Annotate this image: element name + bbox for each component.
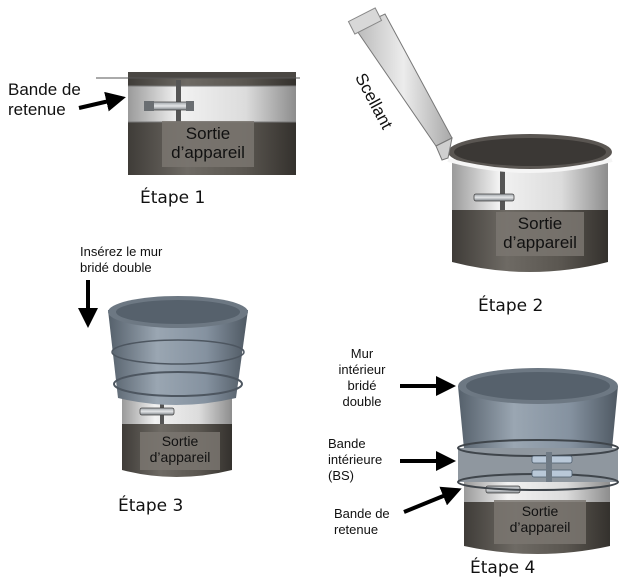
step2-outlet-line1: Sortie [517, 214, 563, 233]
step4-retention-band-label: Bande de retenue [334, 506, 390, 538]
step3-instruction-line1: Insérez le mur [80, 244, 163, 259]
step4-outlet [464, 482, 610, 554]
step4-inner-band-line2: intérieure [328, 452, 383, 467]
step1-outlet-line2: d’appareil [171, 143, 245, 163]
step3-outlet-line1: Sortie [161, 433, 199, 449]
step3-instruction: Insérez le mur bridé double [80, 244, 162, 276]
step4-wall-label: Mur intérieur bridé double [326, 346, 398, 410]
step4-outlet-line2: d’appareil [509, 518, 571, 535]
step3-instruction-line2: bridé double [80, 260, 152, 275]
step1-callout-label: Bande de retenue [8, 80, 81, 120]
step4-retention-band-line1: Bande de [334, 506, 390, 521]
step4-retention-band-arrow [403, 486, 462, 514]
step3-outlet [122, 398, 232, 477]
step3-label: Étape 3 [118, 496, 184, 516]
step1-callout-arrow [78, 91, 126, 112]
step4-wall-line1: Mur [350, 346, 374, 361]
step4-wall-line3: bridé [347, 378, 377, 393]
step1-outlet-label-box [162, 121, 254, 167]
step1-outlet-label: Sortie d’appareil [162, 124, 254, 162]
step3-double-wall [108, 296, 248, 405]
step4-outlet-line1: Sortie [521, 503, 559, 519]
step2-outlet [447, 134, 613, 272]
step4-label: Étape 4 [470, 558, 536, 578]
step4-inner-band-label: Bande intérieure (BS) [328, 436, 382, 484]
step3-outlet-label: Sortie d’appareil [140, 433, 220, 465]
step4-wall-line2: intérieur [338, 362, 386, 377]
step4-wall-line4: double [342, 394, 382, 409]
step1-callout-line1: Bande de [8, 80, 81, 99]
step3-outlet-line2: d’appareil [149, 448, 211, 465]
step2-outlet-line2: d’appareil [503, 233, 577, 253]
step2-outlet-label: Sortie d’appareil [496, 214, 584, 252]
step4-inner-band [457, 439, 619, 491]
step1-outlet-line1: Sortie [185, 124, 231, 143]
step4-inner-band-line1: Bande [328, 436, 366, 451]
step4-retention-band-line2: retenue [334, 522, 379, 537]
step2-sealant-tube [347, 7, 453, 161]
step1-retention-band [128, 80, 296, 123]
step4-outlet-label: Sortie d’appareil [494, 503, 586, 535]
step1-label: Étape 1 [140, 188, 206, 208]
step4-inner-band-line3: (BS) [328, 468, 354, 483]
step1-callout-line2: retenue [8, 100, 66, 119]
step2-label: Étape 2 [478, 296, 544, 316]
